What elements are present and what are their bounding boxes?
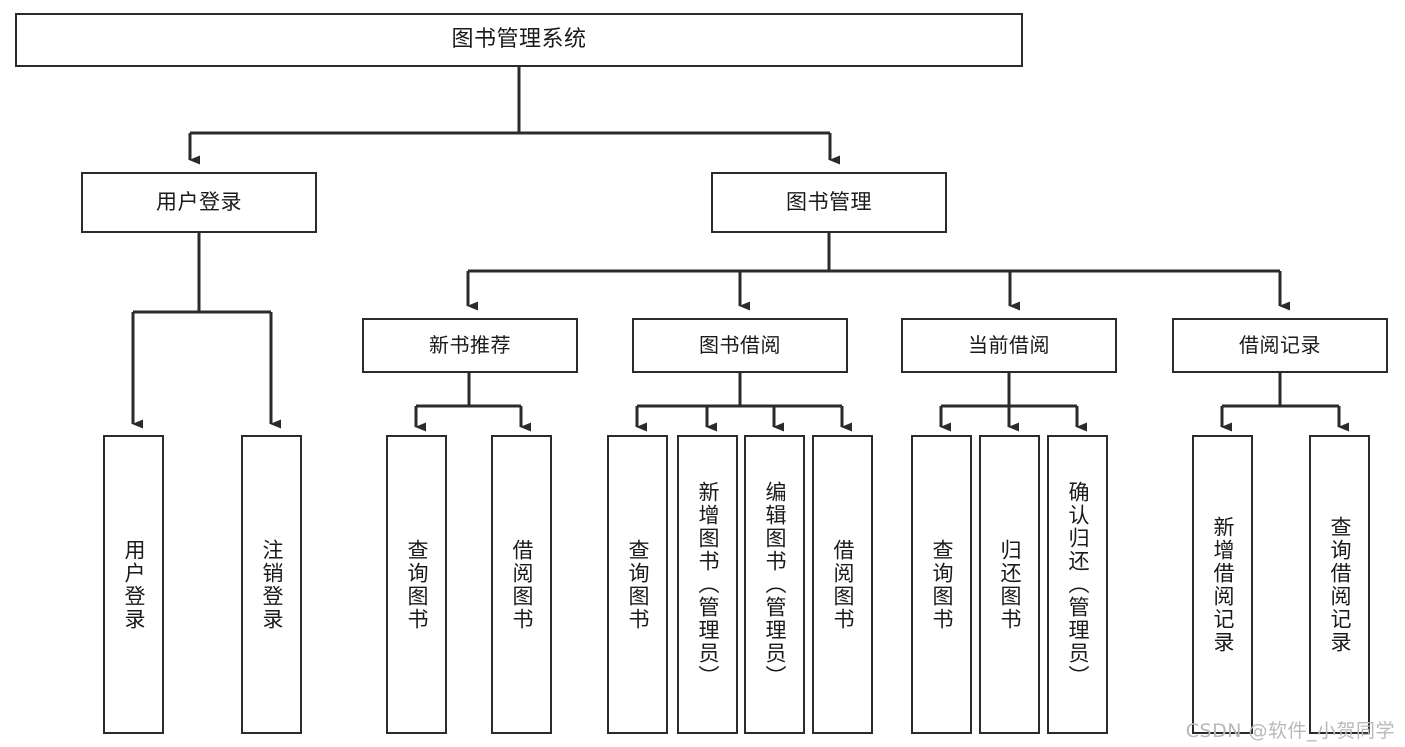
node-leaf-edit-book-label: 编辑图书（管理员）: [762, 481, 787, 688]
node-leaf-add-book-label: 新增图书（管理员）: [695, 481, 720, 688]
node-new-book-recommend[interactable]: 新书推荐: [362, 318, 578, 373]
edges-root-to-level1: [188, 67, 840, 165]
node-leaf-query-book-2-label: 查询图书: [625, 538, 650, 631]
node-leaf-user-login-label: 用户登录: [121, 538, 146, 631]
node-leaf-add-record-label: 新增借阅记录: [1210, 515, 1235, 654]
node-user-login[interactable]: 用户登录: [81, 172, 317, 233]
node-leaf-query-book-2[interactable]: 查询图书: [607, 435, 668, 734]
node-leaf-borrow-book-1-label: 借阅图书: [509, 538, 534, 631]
node-leaf-return-book[interactable]: 归还图书: [979, 435, 1040, 734]
edges-current-borrow-to-leaves: [939, 373, 1087, 432]
node-leaf-query-book-3[interactable]: 查询图书: [911, 435, 972, 734]
node-leaf-logout-login[interactable]: 注销登录: [241, 435, 302, 734]
edges-user-login-to-leaves: [131, 233, 281, 429]
node-leaf-confirm-return-label: 确认归还（管理员）: [1065, 481, 1090, 688]
edges-book-management-to-level2: [466, 233, 1290, 311]
node-book-borrow[interactable]: 图书借阅: [632, 318, 848, 373]
node-leaf-logout-login-label: 注销登录: [259, 538, 284, 631]
edges-borrow-record-to-leaves: [1220, 373, 1349, 432]
node-leaf-borrow-book-1[interactable]: 借阅图书: [491, 435, 552, 734]
node-leaf-query-book-3-label: 查询图书: [929, 538, 954, 631]
node-leaf-edit-book[interactable]: 编辑图书（管理员）: [744, 435, 805, 734]
node-borrow-record-label: 借阅记录: [1239, 333, 1321, 357]
node-new-book-recommend-label: 新书推荐: [429, 333, 511, 357]
node-leaf-query-record-label: 查询借阅记录: [1327, 515, 1352, 654]
edges-book-borrow-to-leaves: [635, 373, 852, 432]
node-leaf-add-record[interactable]: 新增借阅记录: [1192, 435, 1253, 734]
node-leaf-query-book-1-label: 查询图书: [404, 538, 429, 631]
edges-new-book-recommend-to-leaves: [414, 373, 531, 432]
node-borrow-record[interactable]: 借阅记录: [1172, 318, 1388, 373]
node-leaf-add-book[interactable]: 新增图书（管理员）: [677, 435, 738, 734]
node-book-management-label: 图书管理: [786, 190, 872, 215]
node-current-borrow-label: 当前借阅: [968, 333, 1050, 357]
node-leaf-user-login[interactable]: 用户登录: [103, 435, 164, 734]
node-leaf-confirm-return[interactable]: 确认归还（管理员）: [1047, 435, 1108, 734]
node-current-borrow[interactable]: 当前借阅: [901, 318, 1117, 373]
node-root[interactable]: 图书管理系统: [15, 13, 1023, 67]
node-root-label: 图书管理系统: [451, 27, 587, 53]
node-user-login-label: 用户登录: [156, 190, 242, 215]
node-book-management[interactable]: 图书管理: [711, 172, 947, 233]
node-leaf-query-book-1[interactable]: 查询图书: [386, 435, 447, 734]
node-book-borrow-label: 图书借阅: [699, 333, 781, 357]
node-leaf-query-record[interactable]: 查询借阅记录: [1309, 435, 1370, 734]
node-leaf-borrow-book-2[interactable]: 借阅图书: [812, 435, 873, 734]
node-leaf-return-book-label: 归还图书: [997, 538, 1022, 631]
node-leaf-borrow-book-2-label: 借阅图书: [830, 538, 855, 631]
